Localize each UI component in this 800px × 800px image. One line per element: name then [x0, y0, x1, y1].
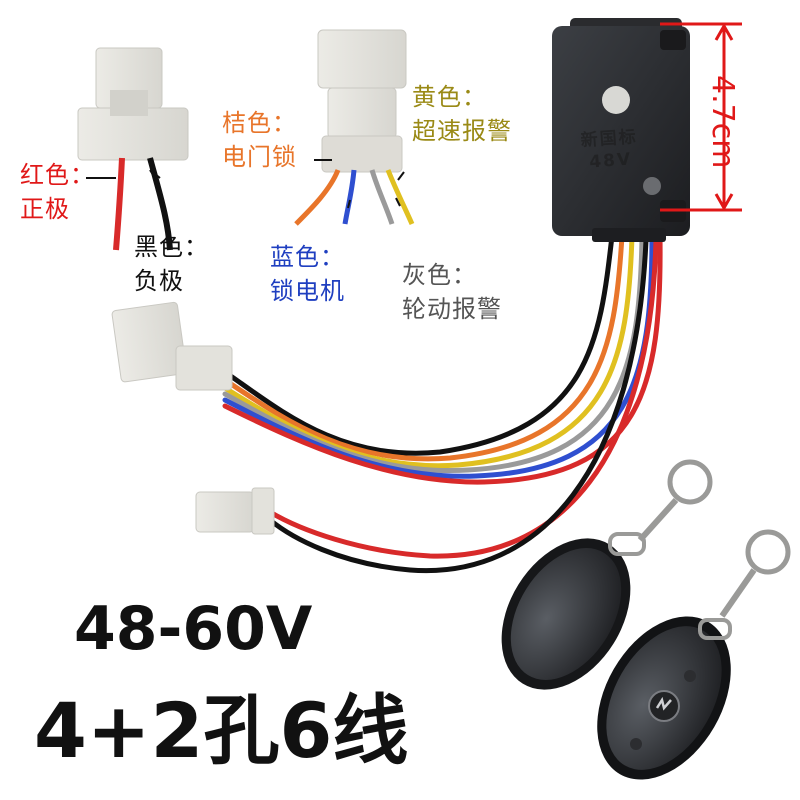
label-gray-title: 灰色：	[402, 261, 477, 289]
label-orange-desc: 电门锁	[222, 143, 297, 171]
harness-connector-2pin	[195, 487, 275, 535]
module-marking: 新国标 48V	[569, 125, 652, 174]
alarm-module	[552, 18, 690, 242]
label-gray-desc: 轮动报警	[402, 295, 502, 323]
label-blue-wire: 蓝色： 锁电机	[270, 240, 345, 308]
label-gray-wire: 灰色： 轮动报警	[402, 258, 502, 326]
dimension-label: 4.7cm	[705, 75, 740, 169]
signal-connector	[294, 29, 415, 226]
callout-lines	[86, 159, 405, 209]
wire-harness	[222, 233, 663, 574]
label-blue-title: 蓝色：	[270, 243, 345, 271]
label-red-title: 红色：	[20, 161, 95, 189]
remote-key-fob-back	[501, 459, 713, 690]
harness-connector-4pin	[111, 301, 233, 391]
label-orange-title: 桔色：	[222, 109, 297, 137]
label-red-desc: 正极	[20, 195, 70, 223]
remote-key-fob-front	[597, 529, 791, 780]
power-connector	[77, 47, 189, 251]
label-orange-wire: 桔色： 电门锁	[222, 106, 297, 174]
label-black-title: 黑色：	[134, 233, 209, 261]
power-icon	[655, 696, 672, 711]
dimension-marker	[660, 22, 742, 212]
spec-text: 4+2孔6线	[34, 686, 409, 775]
label-yellow-wire: 黄色： 超速报警	[412, 80, 512, 148]
voltage-text: 48-60V	[74, 594, 313, 664]
label-black-desc: 负极	[134, 267, 184, 295]
label-black-wire: 黑色： 负极	[134, 230, 209, 298]
label-blue-desc: 锁电机	[270, 277, 345, 305]
label-yellow-title: 黄色：	[412, 83, 487, 111]
label-red-wire: 红色： 正极	[20, 158, 95, 226]
label-yellow-desc: 超速报警	[412, 117, 512, 145]
